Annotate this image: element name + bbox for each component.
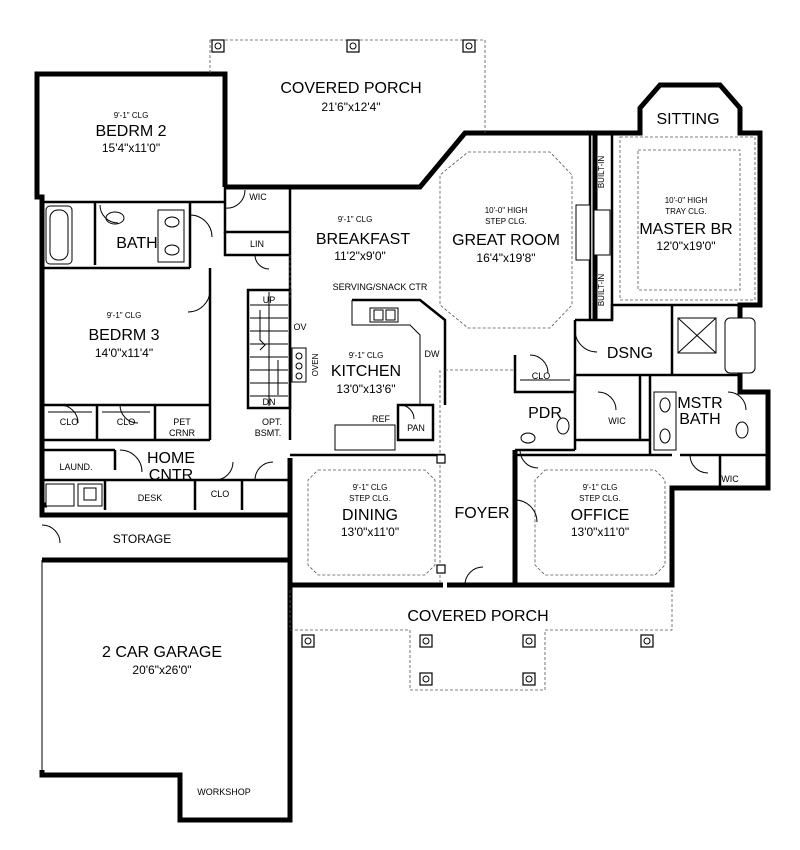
kitchen-dim: 13'0"x13'6" [336, 382, 395, 396]
garage-dim: 20'6"x26'0" [132, 663, 191, 677]
front-porch-name: COVERED PORCH [407, 608, 548, 625]
bedroom3-ceiling: 9'-1" CLG [107, 311, 142, 320]
exterior-walls [34, 71, 771, 823]
porch-columns [211, 39, 654, 686]
pet-crnr-line1: PET [173, 417, 191, 427]
rear-porch-dim: 21'6"x12'4" [321, 100, 380, 114]
ov-label: OV [293, 322, 306, 332]
wic-master: WIC [608, 416, 626, 426]
rear-porch-name: COVERED PORCH [280, 80, 421, 97]
breakfast-dim: 11'2"x9'0" [334, 249, 386, 263]
lin-name: LIN [250, 239, 264, 249]
home-cntr-line2: CNTR [149, 467, 193, 484]
desk-label: DESK [138, 493, 163, 503]
built-in-top: BUILT-IN [597, 156, 606, 189]
dining-name: DINING [342, 507, 398, 524]
bedroom2-dim: 15'4"x11'0" [102, 141, 160, 155]
stairs [250, 292, 288, 406]
bedroom3-dim: 14'0"x11'4" [95, 346, 153, 360]
garage-name: 2 CAR GARAGE [102, 644, 222, 661]
breakfast-ceiling: 9'-1" CLG [338, 215, 373, 224]
great-room-name: GREAT ROOM [452, 232, 560, 249]
oven-label: OVEN [311, 353, 320, 376]
mstr-bath-line2: BATH [679, 411, 720, 428]
office-ceiling-1: 9'-1" CLG [583, 483, 618, 492]
clo-home: CLO [211, 489, 230, 499]
office-ceiling-2: STEP CLG. [579, 494, 621, 503]
stairs-opt: OPT. [262, 417, 282, 427]
clo-bed3-a: CLO [60, 417, 79, 427]
kitchen-name: KITCHEN [331, 363, 401, 380]
sitting-name: SITTING [656, 111, 719, 128]
bedroom2-ceiling: 9'-1" CLG [114, 111, 149, 120]
pet-crnr-line2: CRNR [169, 428, 195, 438]
office-dim: 13'0"x11'0" [571, 525, 629, 539]
wic-bed2-name: WIC [249, 192, 267, 202]
foyer-name: FOYER [454, 505, 509, 522]
ceiling-outlines [209, 39, 756, 691]
bedroom2-name: BEDRM 2 [95, 123, 166, 140]
master-br-name: MASTER BR [639, 221, 732, 238]
dining-ceiling-2: STEP CLG. [349, 494, 391, 503]
master-br-ceiling-2: TRAY CLG. [665, 207, 707, 216]
dining-dim: 13'0"x11'0" [341, 525, 399, 539]
master-br-ceiling-1: 10'-0" HIGH [665, 196, 708, 205]
great-room-ceiling-2: STEP CLG. [485, 217, 527, 226]
clo-hall: CLO [532, 371, 551, 381]
bedroom3-name: BEDRM 3 [88, 327, 159, 344]
dw-label: DW [425, 349, 440, 359]
clo-bed3-b: CLO [117, 417, 136, 427]
room-labels: COVERED PORCH 21'6"x12'4" 9'-1" CLG BEDR… [59, 80, 739, 797]
storage-name: STORAGE [113, 532, 171, 546]
mstr-bath-line1: MSTR [677, 395, 722, 412]
stairs-bsmt: BSMT. [255, 428, 282, 438]
pdr-name: PDR [528, 405, 562, 422]
dsng-name: DSNG [607, 345, 653, 362]
dining-ceiling-1: 9'-1" CLG [353, 483, 388, 492]
kitchen-ceiling: 9'-1" CLG [349, 351, 384, 360]
bath-name: BATH [116, 235, 157, 252]
great-room-ceiling-1: 10'-0" HIGH [485, 206, 528, 215]
workshop-name: WORKSHOP [197, 787, 251, 797]
ref-label: REF [372, 414, 391, 424]
stairs-up: UP [263, 295, 276, 305]
great-room-dim: 16'4"x19'8" [476, 251, 535, 265]
wic-mstr-bath: WIC [721, 474, 739, 484]
built-in-bottom: BUILT-IN [597, 274, 606, 307]
laund-name: LAUND. [59, 462, 92, 472]
breakfast-name: BREAKFAST [316, 231, 410, 248]
pan-label: PAN [407, 423, 425, 433]
home-cntr-line1: HOME [147, 450, 195, 467]
stairs-dn: DN [263, 397, 276, 407]
door-swings [41, 189, 747, 586]
master-br-dim: 12'0"x19'0" [656, 239, 715, 253]
fixtures [45, 204, 756, 507]
serving-name: SERVING/SNACK CTR [333, 282, 428, 292]
office-name: OFFICE [571, 507, 630, 524]
